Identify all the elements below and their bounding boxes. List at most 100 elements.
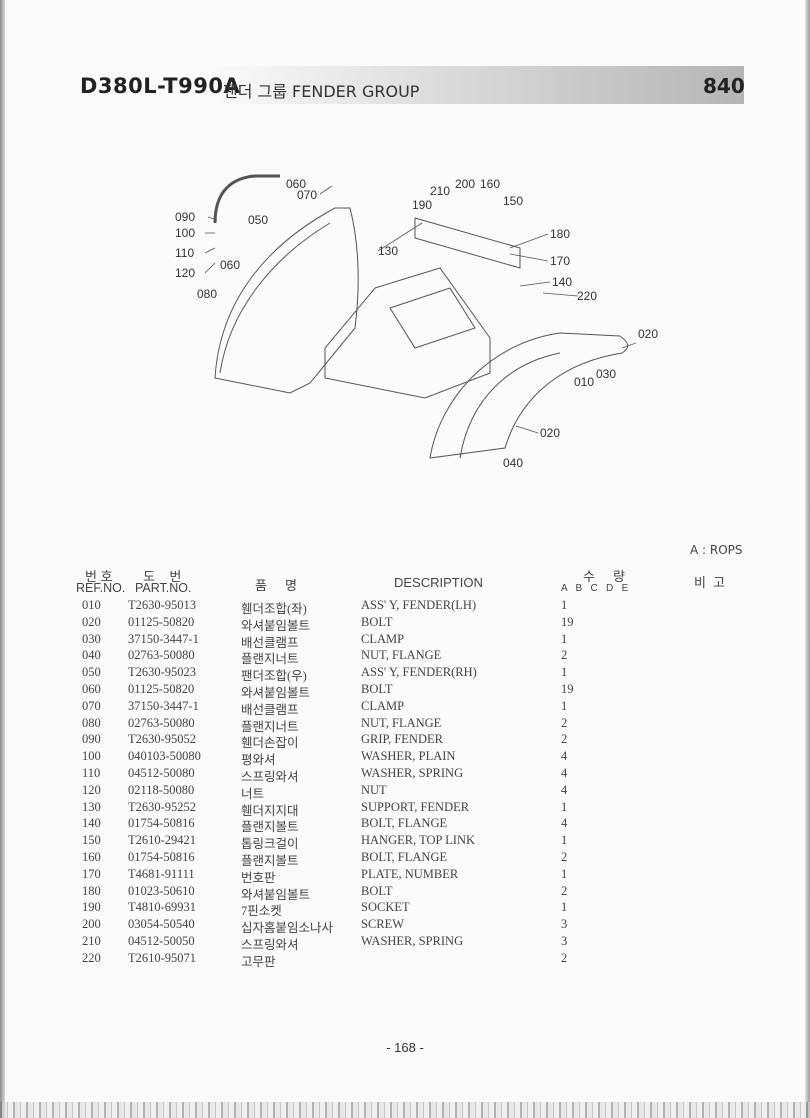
cell-quantity: 1 (561, 665, 568, 680)
cell-quantity: 19 (561, 614, 574, 629)
cell-quantity: 4 (561, 782, 568, 797)
callout-130: 130 (378, 244, 398, 258)
cell-name-kor: 번호판 (241, 870, 276, 885)
cell-quantity: 1 (561, 799, 568, 814)
table-row: 120 02118-50080 너트 NUT 4 (0, 782, 810, 801)
callout-150: 150 (503, 194, 523, 208)
page-edge-shadow-right (805, 0, 810, 1118)
callout-170: 170 (550, 254, 570, 268)
cell-part-no: 01754-50816 (128, 816, 195, 831)
cell-name-kor: 와셔붙임볼트 (241, 887, 311, 902)
col-part-kor: 도 번 (143, 569, 182, 584)
cell-description: SCREW (361, 917, 405, 932)
cell-quantity: 4 (561, 749, 568, 764)
cell-ref-no: 100 (82, 749, 101, 764)
cell-part-no: T2610-29421 (128, 833, 197, 848)
floor-box (324, 267, 491, 399)
fender-grip (213, 174, 280, 224)
cell-part-no: 01125-50820 (128, 614, 195, 629)
cell-quantity: 1 (561, 631, 568, 646)
cell-ref-no: 210 (82, 934, 101, 948)
cell-ref-no: 180 (82, 883, 101, 898)
cell-ref-no: 130 (82, 799, 101, 814)
cell-ref-no: 040 (82, 648, 101, 663)
callout-020b: 020 (540, 426, 560, 440)
col-qty-kor: 수 량 (583, 569, 625, 584)
callout-010: 010 (574, 375, 594, 389)
cell-part-no: 04512-50080 (128, 766, 195, 780)
callout-050: 050 (248, 213, 268, 227)
callout-210: 210 (430, 184, 450, 198)
cell-name-kor: 스프링와셔 (241, 770, 299, 784)
cell-part-no: T2610-95071 (128, 950, 197, 965)
callout-040: 040 (503, 456, 523, 470)
cell-name-kor: 플랜지너트 (241, 652, 299, 667)
cell-name-kor: 평와셔 (241, 753, 276, 768)
cell-name-kor: 고무판 (241, 954, 276, 969)
cell-quantity: 4 (561, 766, 568, 780)
cell-quantity: 1 (561, 698, 568, 713)
col-ref-kor: 번 호 (85, 569, 113, 584)
cell-description: CLAMP (361, 698, 405, 713)
cell-description: CLAMP (361, 631, 405, 646)
cell-ref-no: 050 (82, 665, 101, 680)
cell-quantity: 1 (561, 598, 568, 612)
cell-ref-no: 090 (82, 732, 101, 747)
cell-description: ASS' Y, FENDER(LH) (361, 598, 477, 612)
col-ref-eng: REF.NO. (76, 581, 126, 595)
cell-quantity: 4 (561, 816, 568, 831)
cell-name-kor: 너트 (241, 786, 265, 801)
col-name-kor: 품 명 (255, 578, 297, 593)
cell-part-no: T2630-95013 (128, 598, 197, 612)
callout-070: 070 (297, 188, 317, 202)
col-qty-sub: A B C D E (561, 583, 629, 594)
cell-description: BOLT, FLANGE (361, 816, 448, 831)
cell-part-no: 01754-50816 (128, 850, 195, 864)
cell-part-no: 02763-50080 (128, 715, 195, 730)
cell-part-no: 03054-50540 (128, 917, 195, 932)
callout-220: 220 (577, 289, 597, 303)
left-fender-outline (214, 207, 359, 394)
cell-name-kor: 스프링와셔 (241, 938, 299, 952)
cell-part-no: 01125-50820 (128, 682, 195, 696)
cell-name-kor: 휀더지지대 (241, 803, 299, 818)
callout-060b: 060 (220, 258, 240, 272)
cell-ref-no: 160 (82, 850, 101, 864)
cell-ref-no: 120 (82, 782, 101, 797)
cell-description: ASS' Y, FENDER(RH) (361, 665, 477, 680)
left-fender-inner (219, 222, 331, 374)
cell-quantity: 2 (561, 715, 568, 730)
cell-description: WASHER, SPRING (361, 766, 464, 780)
cell-description: BOLT, FLANGE (361, 850, 448, 864)
cell-description: SUPPORT, FENDER (361, 799, 470, 814)
cell-description: HANGER, TOP LINK (361, 833, 476, 848)
cell-part-no: 02763-50080 (128, 648, 195, 663)
cell-part-no: 02118-50080 (128, 782, 195, 797)
group-title: 팬더 그룹 FENDER GROUP (223, 82, 420, 101)
callout-060a: 060 (286, 177, 306, 191)
cell-part-no: 37150-3447-1 (128, 631, 199, 646)
callout-110: 110 (175, 246, 194, 260)
cell-ref-no: 190 (82, 900, 101, 915)
cell-name-kor: 플랜지너트 (241, 719, 299, 734)
page-code: 840 (703, 74, 745, 98)
cell-quantity: 2 (561, 648, 568, 663)
cell-name-kor: 플랜지볼트 (241, 854, 299, 868)
cell-part-no: 37150-3447-1 (128, 698, 199, 713)
cell-description: NUT (361, 782, 387, 797)
fender-exploded-diagram: 060 070 090 100 110 120 060 080 050 210 … (175, 174, 658, 470)
cell-name-kor: 톱링크걸이 (241, 837, 299, 852)
